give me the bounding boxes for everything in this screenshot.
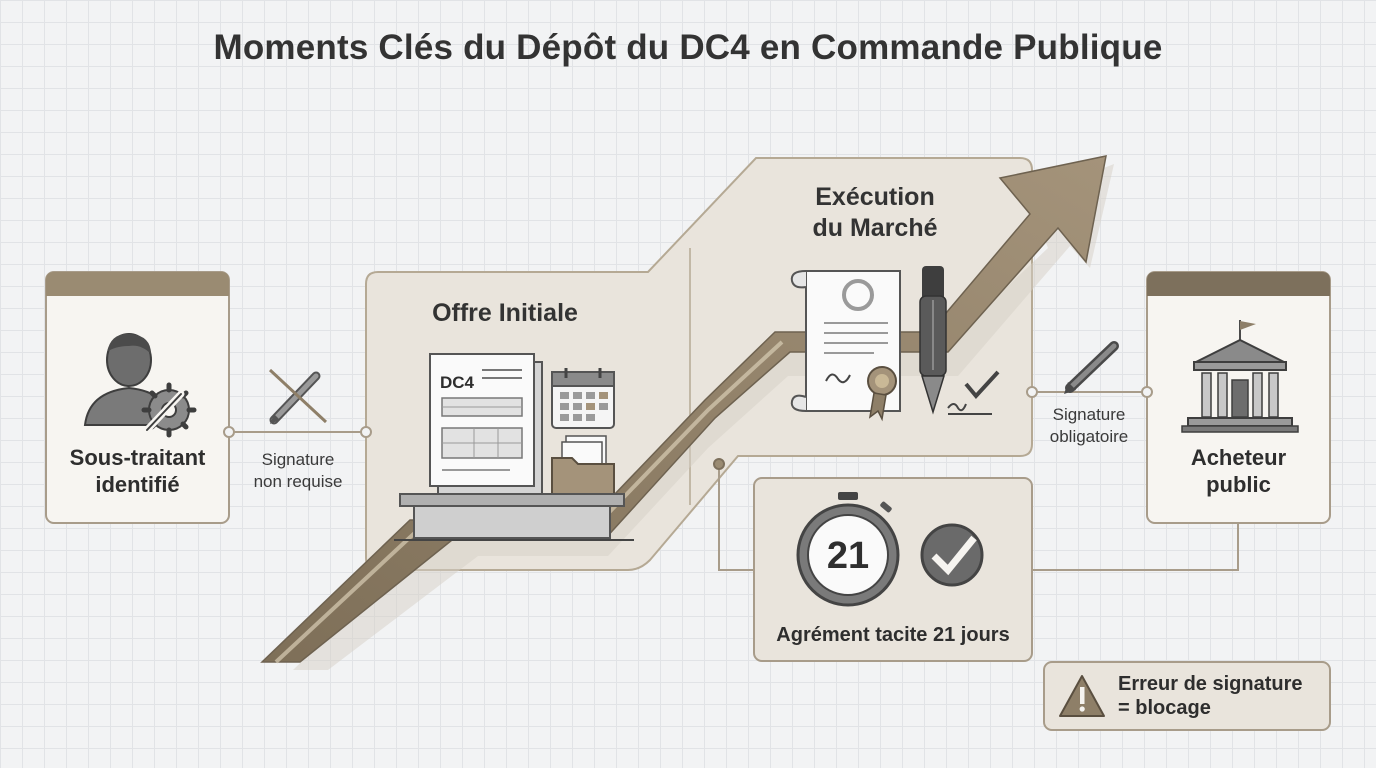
tacit-approval-label: Agrément tacite 21 jours — [776, 624, 1010, 646]
desk-icon — [394, 493, 634, 541]
right-link-label: Signature obligatoire — [1030, 404, 1148, 448]
dc4-doc-label: DC4 — [440, 373, 475, 392]
connector-left — [223, 426, 372, 438]
left-actor-label: Sous-traitant identifié — [46, 444, 229, 498]
connector-tacit — [713, 458, 1239, 571]
left-actor-line1: Sous-traitant — [69, 445, 206, 470]
calendar-icon — [551, 368, 615, 429]
dc4-document-icon — [429, 353, 543, 495]
stopwatch-days: 21 — [827, 535, 869, 577]
phase-execution-line1: Exécution — [815, 183, 935, 211]
warning-line2: = blocage — [1118, 697, 1211, 719]
phase-execution-line2: du Marché — [812, 214, 938, 242]
fountain-pen-icon — [919, 266, 947, 415]
pen-icon — [1064, 341, 1119, 394]
left-link-label: Signature non requise — [228, 449, 368, 493]
right-actor-line2: public — [1206, 472, 1271, 497]
left-link-line1: Signature — [261, 450, 335, 469]
left-link-line2: non requise — [253, 472, 343, 491]
folder-icon — [551, 435, 615, 497]
right-link-line1: Signature — [1052, 405, 1126, 424]
warning-label: Erreur de signature = blocage — [1118, 672, 1328, 720]
right-link-line2: obligatoire — [1049, 427, 1129, 446]
page-title: Moments Clés du Dépôt du DC4 en Commande… — [213, 28, 1163, 67]
warning-box — [1043, 661, 1331, 731]
phase-initial-label: Offre Initiale — [432, 299, 578, 327]
government-building-icon — [1181, 320, 1299, 433]
right-actor-label: Acheteur public — [1147, 444, 1330, 498]
warning-line1: Erreur de signature — [1118, 673, 1303, 695]
phase-execution-label: Exécution du Marché — [760, 182, 990, 244]
stopwatch-icon — [796, 492, 900, 607]
connector-right — [1026, 386, 1153, 398]
warning-triangle-icon — [1059, 675, 1105, 717]
check-circle-icon — [920, 523, 984, 587]
signature-check-icon — [947, 370, 1000, 415]
subcontractor-gear-icon — [83, 333, 197, 438]
crossed-pen-icon — [268, 368, 328, 425]
right-actor-line1: Acheteur — [1190, 445, 1287, 470]
left-actor-line2: identifié — [95, 472, 180, 497]
contract-scroll-icon — [790, 270, 901, 422]
